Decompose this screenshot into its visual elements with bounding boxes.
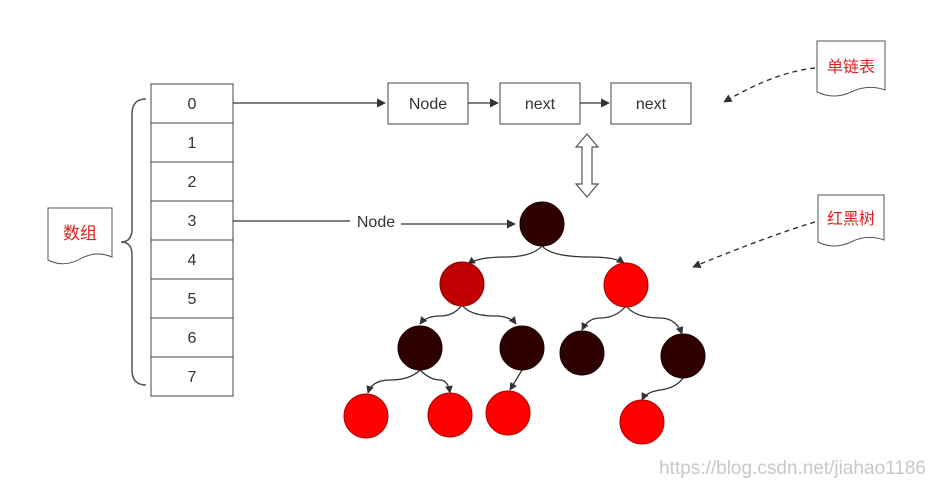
black-node — [397, 325, 443, 371]
tree-edges — [366, 245, 684, 401]
red-node — [427, 392, 473, 438]
watermark: https://blog.csdn.net/jiahao1186 — [659, 458, 926, 479]
red-node — [439, 261, 485, 307]
tree-edge — [419, 369, 453, 394]
list-node-label: next — [636, 96, 667, 113]
array-index: 1 — [188, 135, 197, 152]
array-cell — [150, 122, 234, 163]
array-note-label: 数组 — [63, 224, 97, 244]
array-index: 6 — [188, 330, 197, 347]
tree-pointer-label: Node — [357, 214, 395, 231]
tree-edge — [625, 305, 684, 335]
red-node — [343, 393, 389, 439]
tree-edge — [509, 369, 523, 391]
tree-edge — [461, 304, 517, 325]
tree-edge — [641, 377, 684, 401]
list-node — [610, 82, 692, 125]
array-index: 7 — [188, 369, 197, 386]
list-node-label: next — [525, 96, 556, 113]
tree-edge — [419, 304, 463, 325]
black-node — [519, 201, 565, 247]
red-black-tree — [343, 201, 706, 445]
tree-edge — [366, 369, 421, 394]
array-index: 4 — [188, 252, 197, 269]
rbtree-note-pointer — [692, 221, 816, 268]
linked-list-note: 单链表 — [816, 40, 886, 97]
tree-edge — [467, 245, 543, 265]
red-node — [619, 399, 665, 445]
array-index: 0 — [188, 96, 197, 113]
array-index: 5 — [188, 291, 197, 308]
array-brace — [120, 98, 147, 386]
black-node — [660, 333, 706, 379]
conversion-double-arrow — [574, 133, 600, 198]
linked-list: Node next next — [387, 82, 692, 125]
linked-list-note-label: 单链表 — [827, 57, 875, 76]
array-index: 2 — [188, 174, 197, 191]
hash-array: 0 1 2 3 4 5 6 7 — [150, 83, 234, 397]
rbtree-note: 红黑树 — [817, 194, 885, 247]
red-node — [485, 390, 531, 436]
tree-edge — [581, 305, 627, 331]
linked-list-note-pointer — [723, 67, 816, 103]
tree-edge — [541, 245, 625, 264]
array-cell — [150, 278, 234, 319]
array-cell — [150, 83, 234, 124]
black-node — [499, 325, 545, 371]
array-index: 3 — [188, 213, 197, 230]
list-node — [387, 82, 469, 125]
list-node-label: Node — [409, 96, 447, 113]
black-node — [559, 330, 605, 376]
list-node — [499, 82, 581, 125]
array-note: 数组 — [47, 207, 113, 265]
array-cell — [150, 356, 234, 397]
red-node — [603, 262, 649, 308]
rbtree-note-label: 红黑树 — [827, 209, 875, 228]
array-cell — [150, 161, 234, 202]
